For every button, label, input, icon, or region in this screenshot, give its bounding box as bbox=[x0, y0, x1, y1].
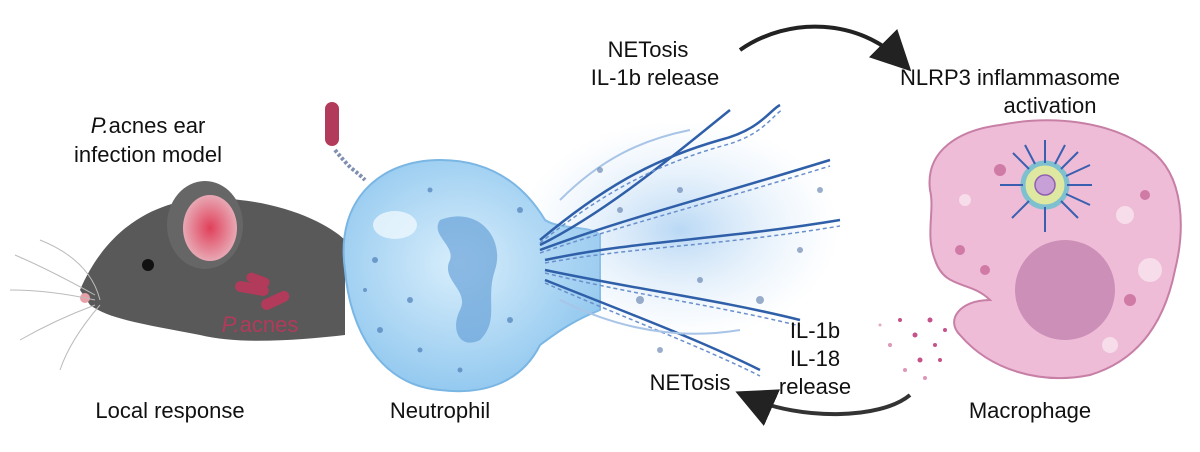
cytokine-particles bbox=[878, 317, 947, 380]
neutrophil-extracellular-traps bbox=[520, 103, 841, 377]
local-response-caption: Local response bbox=[95, 398, 244, 423]
bottom-netosis-label: NETosis bbox=[650, 370, 731, 395]
arrow-to-netosis bbox=[735, 389, 912, 426]
inflammasome-icon bbox=[1000, 140, 1092, 232]
release-line1: IL-1b bbox=[790, 318, 840, 343]
arrow-to-nlrp3 bbox=[738, 24, 912, 72]
nlrp3-line2: activation bbox=[1004, 93, 1097, 118]
neutrophil-caption: Neutrophil bbox=[390, 398, 490, 423]
bacteria-icon bbox=[235, 272, 290, 310]
macrophage-cell bbox=[928, 119, 1182, 379]
mouse-title-line2: infection model bbox=[74, 142, 222, 167]
release-line3: release bbox=[779, 374, 851, 399]
mouse-illustration bbox=[9, 181, 345, 371]
bacterium-attached-icon bbox=[325, 102, 339, 146]
mouse-title-line1: P.acnes ear bbox=[91, 113, 206, 138]
top-flow-line1: NETosis bbox=[608, 37, 689, 62]
release-line2: IL-18 bbox=[790, 346, 840, 371]
macrophage-caption: Macrophage bbox=[969, 398, 1091, 423]
top-flow-line2: IL-1b release bbox=[591, 65, 719, 90]
nlrp3-line1: NLRP3 inflammasome bbox=[900, 65, 1120, 90]
bacteria-label: P.acnes bbox=[222, 312, 299, 337]
